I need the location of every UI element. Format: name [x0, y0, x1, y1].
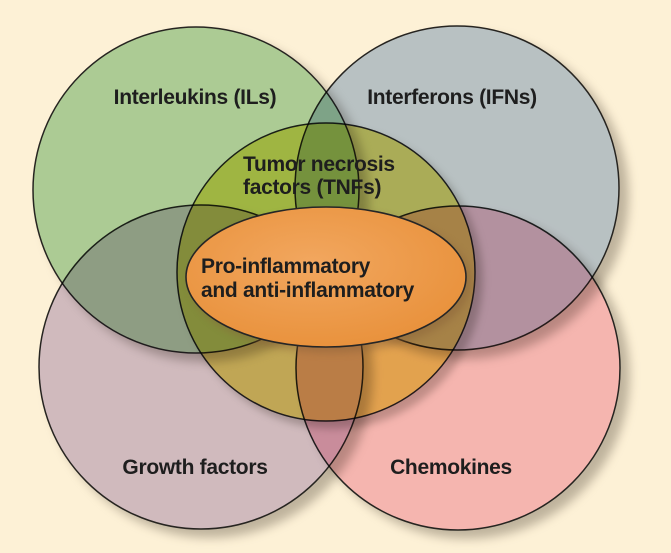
tnf-label-line1: Tumor necrosis — [243, 153, 395, 176]
tnf-label-line2: factors (TNFs) — [243, 176, 381, 199]
growth-factors-label: Growth factors — [122, 456, 267, 479]
chemokines-label: Chemokines — [390, 456, 512, 479]
interleukins-label: Interleukins (ILs) — [114, 86, 277, 109]
core-label-line1: Pro-inflammatory — [201, 255, 371, 278]
interferons-label: Interferons (IFNs) — [367, 86, 537, 109]
core-ellipse — [185, 206, 467, 348]
core-label-line2: and anti-inflammatory — [201, 279, 415, 302]
